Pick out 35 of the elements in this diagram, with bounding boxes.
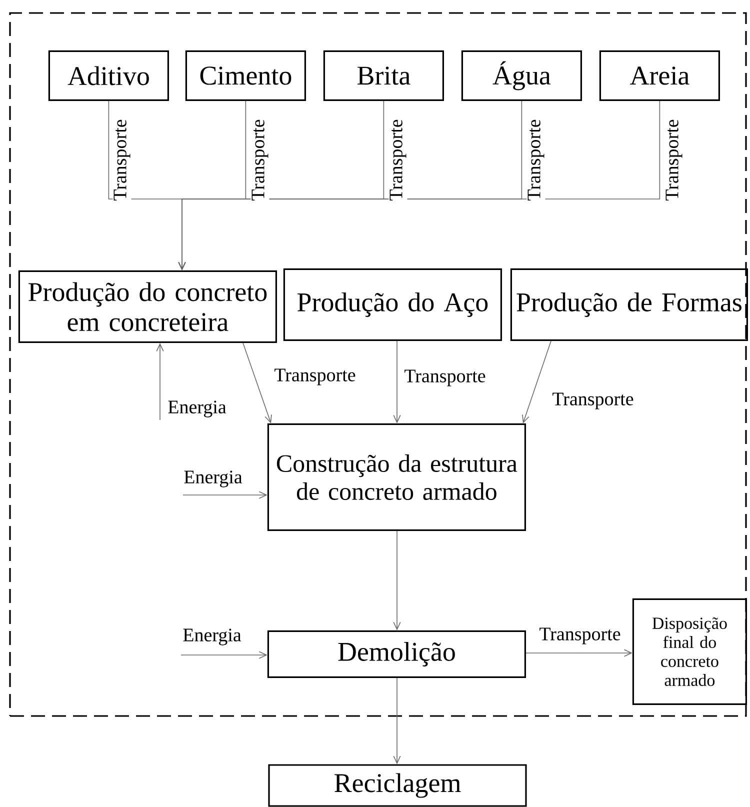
process-box: Demolição [267,630,526,678]
edge-label: Transporte [273,368,357,386]
arrow [180,651,268,659]
material-box: Água [461,50,582,101]
edge-label: Energia [166,400,228,418]
arrow [182,491,268,499]
material-box: Areia [599,50,720,101]
edge-label: Transporte [250,118,270,202]
edge-label: Transporte [538,626,622,646]
process-box: Disposição final do concreto armado [632,598,747,705]
material-box: Cimento [185,50,306,101]
edge-label: Transporte [388,118,408,202]
arrow [393,530,401,630]
arrow [522,340,552,424]
edge-label: Energia [182,628,242,646]
process-box: Produção do Aço [283,268,502,341]
process-box: Produção de Formas [510,268,748,341]
dashed-boundary [9,12,747,717]
arrow [393,340,401,424]
material-box: Aditivo [48,50,169,101]
process-box: Produção do concreto em concreteira [18,270,277,343]
edge-label: Transporte [526,118,546,202]
process-box: Construção da estrutura de concreto armado [267,423,526,531]
edge-label: Transporte [112,118,132,202]
edge-label: Transporte [664,118,684,202]
edge-label: Transporte [551,392,635,410]
process-box: Reciclagem [268,764,527,807]
arrow [242,342,272,424]
edge-label: Transporte [403,368,487,388]
material-box: Brita [323,50,444,101]
arrow [393,678,401,764]
arrow [156,343,164,420]
edge-label: Energia [182,470,244,488]
arrow [178,100,660,270]
arrow [526,649,632,657]
